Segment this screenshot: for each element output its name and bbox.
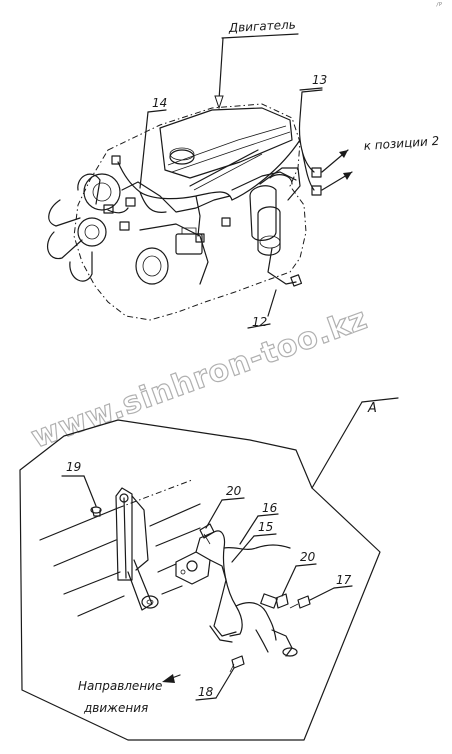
connector (195, 233, 205, 243)
shock-absorber (115, 487, 159, 611)
speed-sensor-bracket (175, 531, 227, 585)
engine-outline (73, 103, 307, 321)
oil-filler-cap (169, 149, 195, 165)
callout-17: 17 (336, 573, 352, 587)
oil-filter (249, 185, 277, 241)
direction-arrow (162, 674, 181, 683)
direction-label-line2: движения (83, 701, 148, 715)
harness-13 (231, 89, 323, 201)
connector (311, 167, 322, 178)
harness-12 (267, 247, 297, 285)
callout-16: 16 (262, 501, 278, 515)
view-a-outline (19, 419, 381, 741)
connector (311, 185, 322, 196)
connector (103, 204, 114, 214)
engine-drawing: Двигатель к позиции 2 13 14 12 (46, 18, 440, 329)
detail-view-a: А (19, 397, 399, 741)
bolt-17 (289, 595, 311, 609)
fan (46, 173, 107, 282)
engine-label: Двигатель (227, 18, 296, 36)
harness-16 (213, 579, 237, 637)
harness-15 (213, 530, 243, 637)
callout-13: 13 (312, 73, 327, 87)
direction-label-line1: Направление (78, 679, 162, 693)
valve-cover (159, 107, 293, 179)
harness-14 (117, 161, 233, 237)
callout-14: 14 (152, 96, 167, 110)
callout-15: 15 (258, 520, 273, 534)
connector (125, 197, 136, 207)
callout-20-upper: 20 (226, 484, 242, 498)
callout-18: 18 (198, 685, 214, 699)
to-position-2-label: к позиции 2 (363, 134, 439, 153)
callout-20-right: 20 (300, 550, 316, 564)
pulley (83, 173, 121, 211)
connector (111, 155, 121, 165)
connector (119, 221, 130, 231)
connector (221, 217, 231, 227)
arrow-to-position-2 (321, 149, 353, 191)
bolt-18 (229, 655, 245, 673)
bolt-19 (90, 506, 102, 517)
view-a-label: А (367, 401, 377, 416)
corner-mark: /P (436, 2, 442, 8)
callout-19: 19 (66, 460, 81, 474)
callout-12: 12 (252, 315, 267, 329)
